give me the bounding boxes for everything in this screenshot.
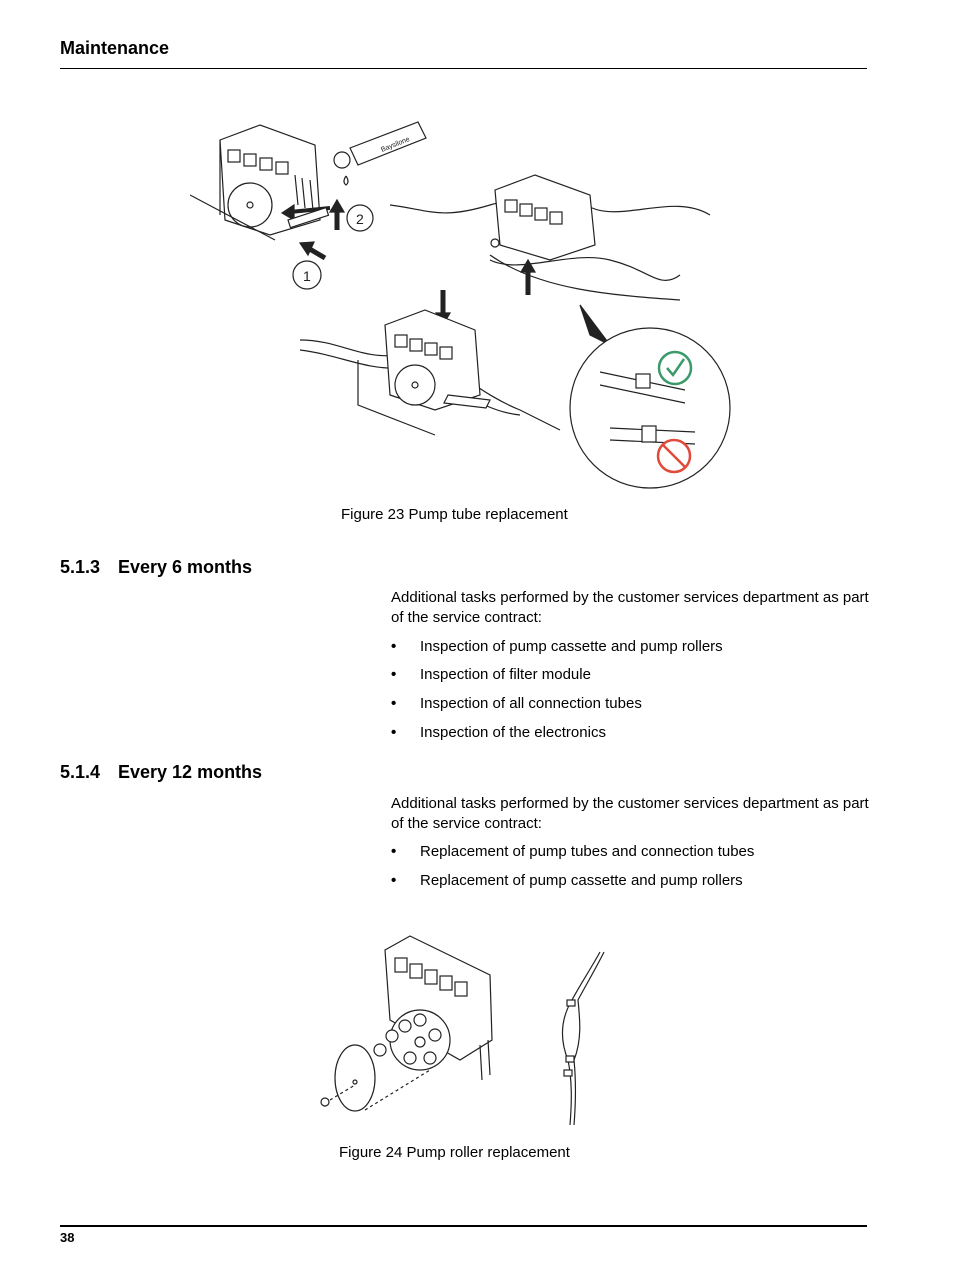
section-5-1-3-heading: 5.1.3 Every 6 months (60, 557, 252, 578)
pump-cassette-bottom (299, 309, 561, 436)
bullet-marker: • (391, 695, 397, 712)
figure-23-caption: Figure 23 Pump tube replacement (341, 506, 568, 523)
pump-cassette-exploded (320, 935, 493, 1112)
list-item: • Inspection of all connection tubes (391, 694, 642, 714)
header-divider (60, 68, 867, 69)
pump-cassette-top-left (190, 124, 321, 241)
bullet-marker: • (391, 724, 397, 741)
section-number: 5.1.3 (60, 557, 101, 577)
list-item: • Replacement of pump tubes and connectio… (391, 842, 754, 862)
prohibited-icon (656, 438, 692, 474)
bullet-marker: • (391, 843, 397, 860)
list-item-text: Inspection of filter module (420, 666, 591, 683)
section-5-1-4-heading: 5.1.4 Every 12 months (60, 762, 262, 783)
list-item: • Inspection of pump cassette and pump ro… (391, 637, 723, 657)
section-5-1-4-intro: Additional tasks performed by the custom… (391, 795, 869, 832)
list-item-text: Inspection of the electronics (420, 724, 606, 741)
page-header-title: Maintenance (60, 38, 170, 58)
footer-divider (60, 1225, 867, 1227)
list-item-text: Replacement of pump cassette and pump ro… (420, 872, 743, 889)
list-item: • Replacement of pump cassette and pump r… (391, 871, 743, 891)
figure-24-caption: Figure 24 Pump roller replacement (339, 1144, 570, 1161)
list-item: • Inspection of the electronics (391, 723, 606, 743)
baysilone-tube (333, 121, 427, 186)
list-item-text: Replacement of pump tubes and connection… (420, 843, 755, 860)
bullet-marker: • (391, 638, 397, 655)
pump-cassette-top-right (389, 174, 711, 301)
page-number: 38 (60, 1230, 75, 1245)
section-title: Every 6 months (118, 557, 253, 577)
callout-2: 2 (356, 211, 364, 227)
list-item: • Inspection of filter module (391, 665, 591, 685)
callout-1: 1 (303, 268, 311, 284)
bullet-marker: • (391, 666, 397, 683)
check-icon (657, 350, 693, 386)
bullet-marker: • (391, 872, 397, 889)
section-number: 5.1.4 (60, 762, 101, 782)
figure-23-illustration: Baysilone 2 1 (190, 121, 731, 489)
list-item-text: Inspection of pump cassette and pump rol… (420, 638, 723, 655)
list-item-text: Inspection of all connection tubes (420, 695, 642, 712)
connection-tubes (561, 951, 605, 1126)
figure-24-illustration (320, 935, 605, 1126)
section-title: Every 12 months (118, 762, 263, 782)
section-5-1-3-intro: Additional tasks performed by the custom… (391, 589, 869, 626)
